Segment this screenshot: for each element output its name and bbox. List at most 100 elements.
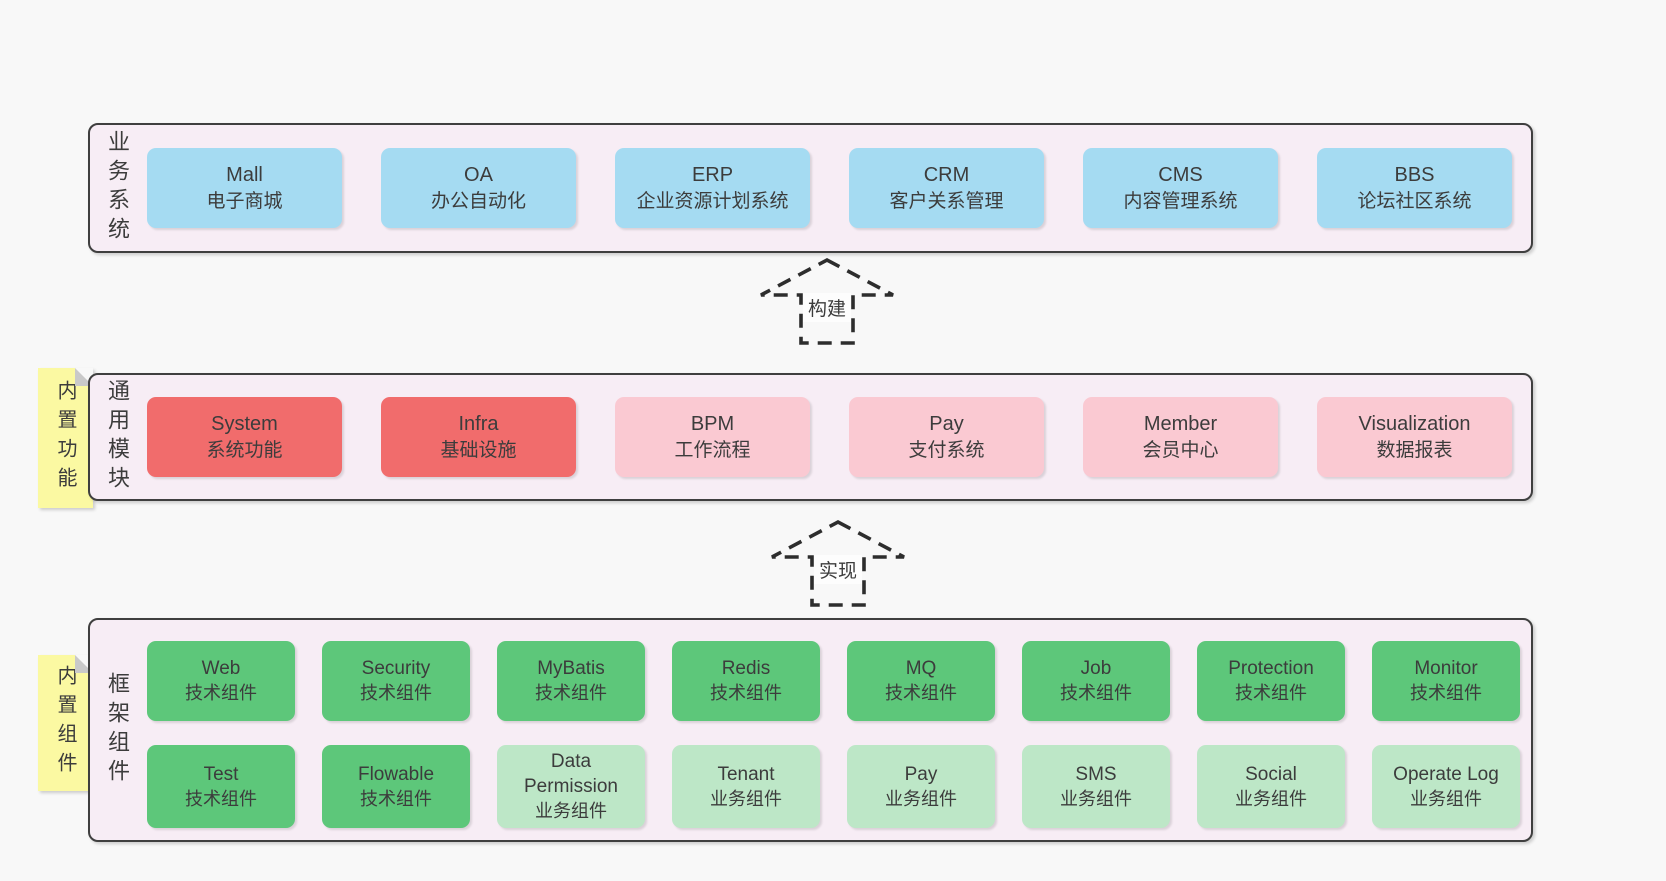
box-title: Tenant xyxy=(717,763,775,785)
box-subtitle: 数据报表 xyxy=(1376,439,1453,461)
box-title: Security xyxy=(361,658,431,679)
arrow-build: 构建 xyxy=(757,255,897,347)
box-system: System 系统功能 xyxy=(147,397,342,477)
box-subtitle: 业务组件 xyxy=(1060,788,1132,809)
box-title: Member xyxy=(1143,412,1218,435)
box-web: Web 技术组件 xyxy=(147,641,295,721)
box-title: Flowable xyxy=(357,763,435,785)
box-social: Social 业务组件 xyxy=(1197,745,1345,828)
box-monitor: Monitor 技术组件 xyxy=(1372,641,1520,721)
box-oa: OA 办公自动化 xyxy=(381,148,576,228)
dashed-up-arrow-icon xyxy=(771,519,905,607)
box-subtitle: 业务组件 xyxy=(535,801,607,821)
note-text: 内置组件 xyxy=(54,665,76,781)
box-title: Social xyxy=(1245,763,1297,785)
box-subtitle: 系统功能 xyxy=(206,439,283,461)
box-subtitle: 论坛社区系统 xyxy=(1357,190,1472,212)
box-title: ERP xyxy=(691,163,734,186)
box-subtitle: 业务组件 xyxy=(885,788,957,809)
box-subtitle: 技术组件 xyxy=(535,683,607,703)
note-built-in-features: 内置功能 xyxy=(38,368,93,508)
box-subtitle: 基础设施 xyxy=(440,439,517,461)
box-pay: Pay 支付系统 xyxy=(849,397,1044,477)
box-subtitle: 技术组件 xyxy=(710,683,782,703)
box-title: SMS xyxy=(1075,763,1117,785)
arrow-implement-label: 实现 xyxy=(813,555,863,584)
box-title: Infra xyxy=(458,412,499,435)
box-title: Pay xyxy=(904,763,938,785)
box-title: MyBatis xyxy=(537,658,605,679)
box-subtitle: 技术组件 xyxy=(360,788,432,809)
box-subtitle: 工作流程 xyxy=(674,439,751,461)
panel-components-label: 框架组件 xyxy=(105,672,130,788)
box-title: CMS xyxy=(1158,163,1203,186)
box-member: Member 会员中心 xyxy=(1083,397,1278,477)
box-title: System xyxy=(211,412,278,435)
box-flowable: Flowable 技术组件 xyxy=(322,745,470,828)
box-title: Visualization xyxy=(1358,412,1471,435)
box-pay-business: Pay 业务组件 xyxy=(847,745,995,828)
box-subtitle: 业务组件 xyxy=(710,788,782,809)
box-title: MQ xyxy=(905,658,937,679)
box-tenant: Tenant 业务组件 xyxy=(672,745,820,828)
box-subtitle: 技术组件 xyxy=(185,683,257,703)
box-title: Redis xyxy=(721,658,771,679)
box-bpm: BPM 工作流程 xyxy=(615,397,810,477)
box-title: Mall xyxy=(226,163,263,186)
box-subtitle: 技术组件 xyxy=(1235,683,1307,703)
box-mq: MQ 技术组件 xyxy=(847,641,995,721)
box-mall: Mall 电子商城 xyxy=(147,148,342,228)
panel-modules-label: 通用模块 xyxy=(105,379,130,495)
box-infra: Infra 基础设施 xyxy=(381,397,576,477)
box-title: Pay xyxy=(929,412,964,435)
panel-business-systems: 业务系统 Mall 电子商城 OA 办公自动化 ERP 企业资源计划系统 CRM… xyxy=(88,123,1533,253)
arrow-implement: 实现 xyxy=(768,517,908,609)
business-boxes-row: Mall 电子商城 OA 办公自动化 ERP 企业资源计划系统 CRM 客户关系… xyxy=(147,125,1512,251)
box-title: CRM xyxy=(923,163,970,186)
box-crm: CRM 客户关系管理 xyxy=(849,148,1044,228)
box-operate-log: Operate Log 业务组件 xyxy=(1372,745,1520,828)
box-title: OA xyxy=(464,163,493,186)
dashed-up-arrow-icon xyxy=(760,257,894,345)
panel-common-modules: 通用模块 System 系统功能 Infra 基础设施 BPM 工作流程 Pay… xyxy=(88,373,1533,501)
arrow-build-label: 构建 xyxy=(802,293,852,322)
box-title: Monitor xyxy=(1414,658,1478,679)
box-subtitle: 内容管理系统 xyxy=(1123,190,1238,212)
box-cms: CMS 内容管理系统 xyxy=(1083,148,1278,228)
box-subtitle: 企业资源计划系统 xyxy=(636,190,789,212)
box-data-permission: Data Permission 业务组件 xyxy=(497,745,645,828)
box-security: Security 技术组件 xyxy=(322,641,470,721)
box-mybatis: MyBatis 技术组件 xyxy=(497,641,645,721)
note-text: 内置功能 xyxy=(54,380,76,496)
box-title: Data Permission xyxy=(524,751,618,797)
box-subtitle: 技术组件 xyxy=(360,683,432,703)
box-subtitle: 客户关系管理 xyxy=(889,190,1004,212)
box-subtitle: 业务组件 xyxy=(1235,788,1307,809)
box-test: Test 技术组件 xyxy=(147,745,295,828)
box-bbs: BBS 论坛社区系统 xyxy=(1317,148,1512,228)
box-title: Operate Log xyxy=(1393,763,1499,785)
box-redis: Redis 技术组件 xyxy=(672,641,820,721)
box-subtitle: 会员中心 xyxy=(1142,439,1219,461)
box-subtitle: 技术组件 xyxy=(185,788,257,809)
modules-boxes-row: System 系统功能 Infra 基础设施 BPM 工作流程 Pay 支付系统… xyxy=(147,375,1512,499)
box-subtitle: 技术组件 xyxy=(1060,683,1132,703)
box-title: Test xyxy=(203,763,239,785)
panel-framework-components: 框架组件 Web 技术组件 Security 技术组件 MyBatis 技术组件… xyxy=(88,618,1533,842)
box-title: BBS xyxy=(1394,163,1435,186)
box-title: Job xyxy=(1080,658,1112,679)
box-subtitle: 业务组件 xyxy=(1410,788,1482,809)
box-job: Job 技术组件 xyxy=(1022,641,1170,721)
panel-business-label: 业务系统 xyxy=(105,130,130,246)
box-subtitle: 技术组件 xyxy=(885,683,957,703)
box-title: Protection xyxy=(1228,658,1314,679)
box-sms: SMS 业务组件 xyxy=(1022,745,1170,828)
box-protection: Protection 技术组件 xyxy=(1197,641,1345,721)
box-title: Web xyxy=(201,658,241,679)
box-subtitle: 电子商城 xyxy=(206,190,283,212)
note-built-in-components: 内置组件 xyxy=(38,655,93,791)
box-subtitle: 办公自动化 xyxy=(430,190,526,212)
components-boxes-grid: Web 技术组件 Security 技术组件 MyBatis 技术组件 Redi… xyxy=(147,641,1520,828)
box-title: BPM xyxy=(690,412,735,435)
